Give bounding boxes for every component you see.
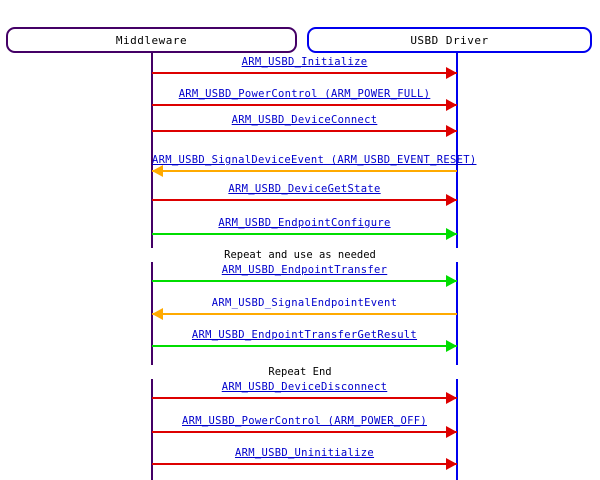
message-label: ARM_USBD_DeviceGetState: [228, 183, 381, 195]
separator: Repeat and use as needed: [78, 248, 522, 262]
message-arrow[interactable]: ARM_USBD_Uninitialize: [152, 447, 457, 470]
message-arrow[interactable]: ARM_USBD_DeviceDisconnect: [152, 381, 457, 404]
separator: Repeat End: [78, 365, 522, 379]
participant-middleware[interactable]: Middleware: [6, 27, 297, 53]
arrowhead-icon: [446, 228, 457, 240]
separator-label: Repeat and use as needed: [78, 248, 522, 262]
message-line: [152, 199, 457, 201]
message-line: [152, 104, 457, 106]
message-arrow[interactable]: ARM_USBD_EndpointTransfer: [152, 264, 457, 287]
message-arrow[interactable]: ARM_USBD_DeviceConnect: [152, 114, 457, 137]
message-label: ARM_USBD_SignalEndpointEvent: [211, 297, 398, 309]
arrowhead-icon: [446, 392, 457, 404]
arrowhead-icon: [446, 125, 457, 137]
message-line: [152, 463, 457, 465]
message-line: [152, 280, 457, 282]
message-label: ARM_USBD_PowerControl (ARM_POWER_OFF): [182, 415, 427, 427]
message-line: [152, 397, 457, 399]
message-arrow[interactable]: ARM_USBD_EndpointConfigure: [152, 217, 457, 240]
message-label: ARM_USBD_DeviceDisconnect: [221, 381, 388, 393]
arrowhead-icon: [446, 275, 457, 287]
arrowhead-icon: [152, 308, 163, 320]
arrowhead-icon: [446, 458, 457, 470]
message-arrow[interactable]: ARM_USBD_EndpointTransferGetResult: [152, 329, 457, 352]
message-label: ARM_USBD_Initialize: [241, 56, 368, 68]
message-arrow[interactable]: ARM_USBD_SignalEndpointEvent: [152, 297, 457, 320]
arrowhead-icon: [446, 340, 457, 352]
message-label: ARM_USBD_Uninitialize: [234, 447, 375, 459]
message-line: [152, 313, 457, 315]
arrowhead-icon: [446, 194, 457, 206]
message-label: ARM_USBD_EndpointTransferGetResult: [191, 329, 418, 341]
message-label: ARM_USBD_EndpointConfigure: [218, 217, 391, 229]
message-arrow[interactable]: ARM_USBD_SignalDeviceEvent (ARM_USBD_EVE…: [152, 154, 476, 177]
message-line: [152, 233, 457, 235]
message-label: ARM_USBD_DeviceConnect: [231, 114, 378, 126]
arrowhead-icon: [446, 99, 457, 111]
separator-label: Repeat End: [78, 365, 522, 379]
arrowhead-icon: [446, 426, 457, 438]
message-line: [152, 130, 457, 132]
participant-label-usbd-driver: USBD Driver: [410, 33, 489, 47]
message-arrow[interactable]: ARM_USBD_PowerControl (ARM_POWER_FULL): [152, 88, 457, 111]
message-arrow[interactable]: ARM_USBD_Initialize: [152, 56, 457, 79]
message-line: [152, 170, 457, 172]
message-arrow[interactable]: ARM_USBD_DeviceGetState: [152, 183, 457, 206]
participant-usbd-driver[interactable]: USBD Driver: [307, 27, 592, 53]
message-label: ARM_USBD_PowerControl (ARM_POWER_FULL): [178, 88, 431, 100]
message-line: [152, 345, 457, 347]
message-label: ARM_USBD_EndpointTransfer: [221, 264, 388, 276]
message-line: [152, 72, 457, 74]
lifeline-middleware: [151, 53, 153, 480]
message-line: [152, 431, 457, 433]
lifeline-usbd-driver: [456, 53, 458, 480]
message-label: ARM_USBD_SignalDeviceEvent (ARM_USBD_EVE…: [152, 154, 477, 166]
arrowhead-icon: [446, 67, 457, 79]
participant-label-middleware: Middleware: [115, 33, 188, 47]
arrowhead-icon: [152, 165, 163, 177]
message-arrow[interactable]: ARM_USBD_PowerControl (ARM_POWER_OFF): [152, 415, 457, 438]
